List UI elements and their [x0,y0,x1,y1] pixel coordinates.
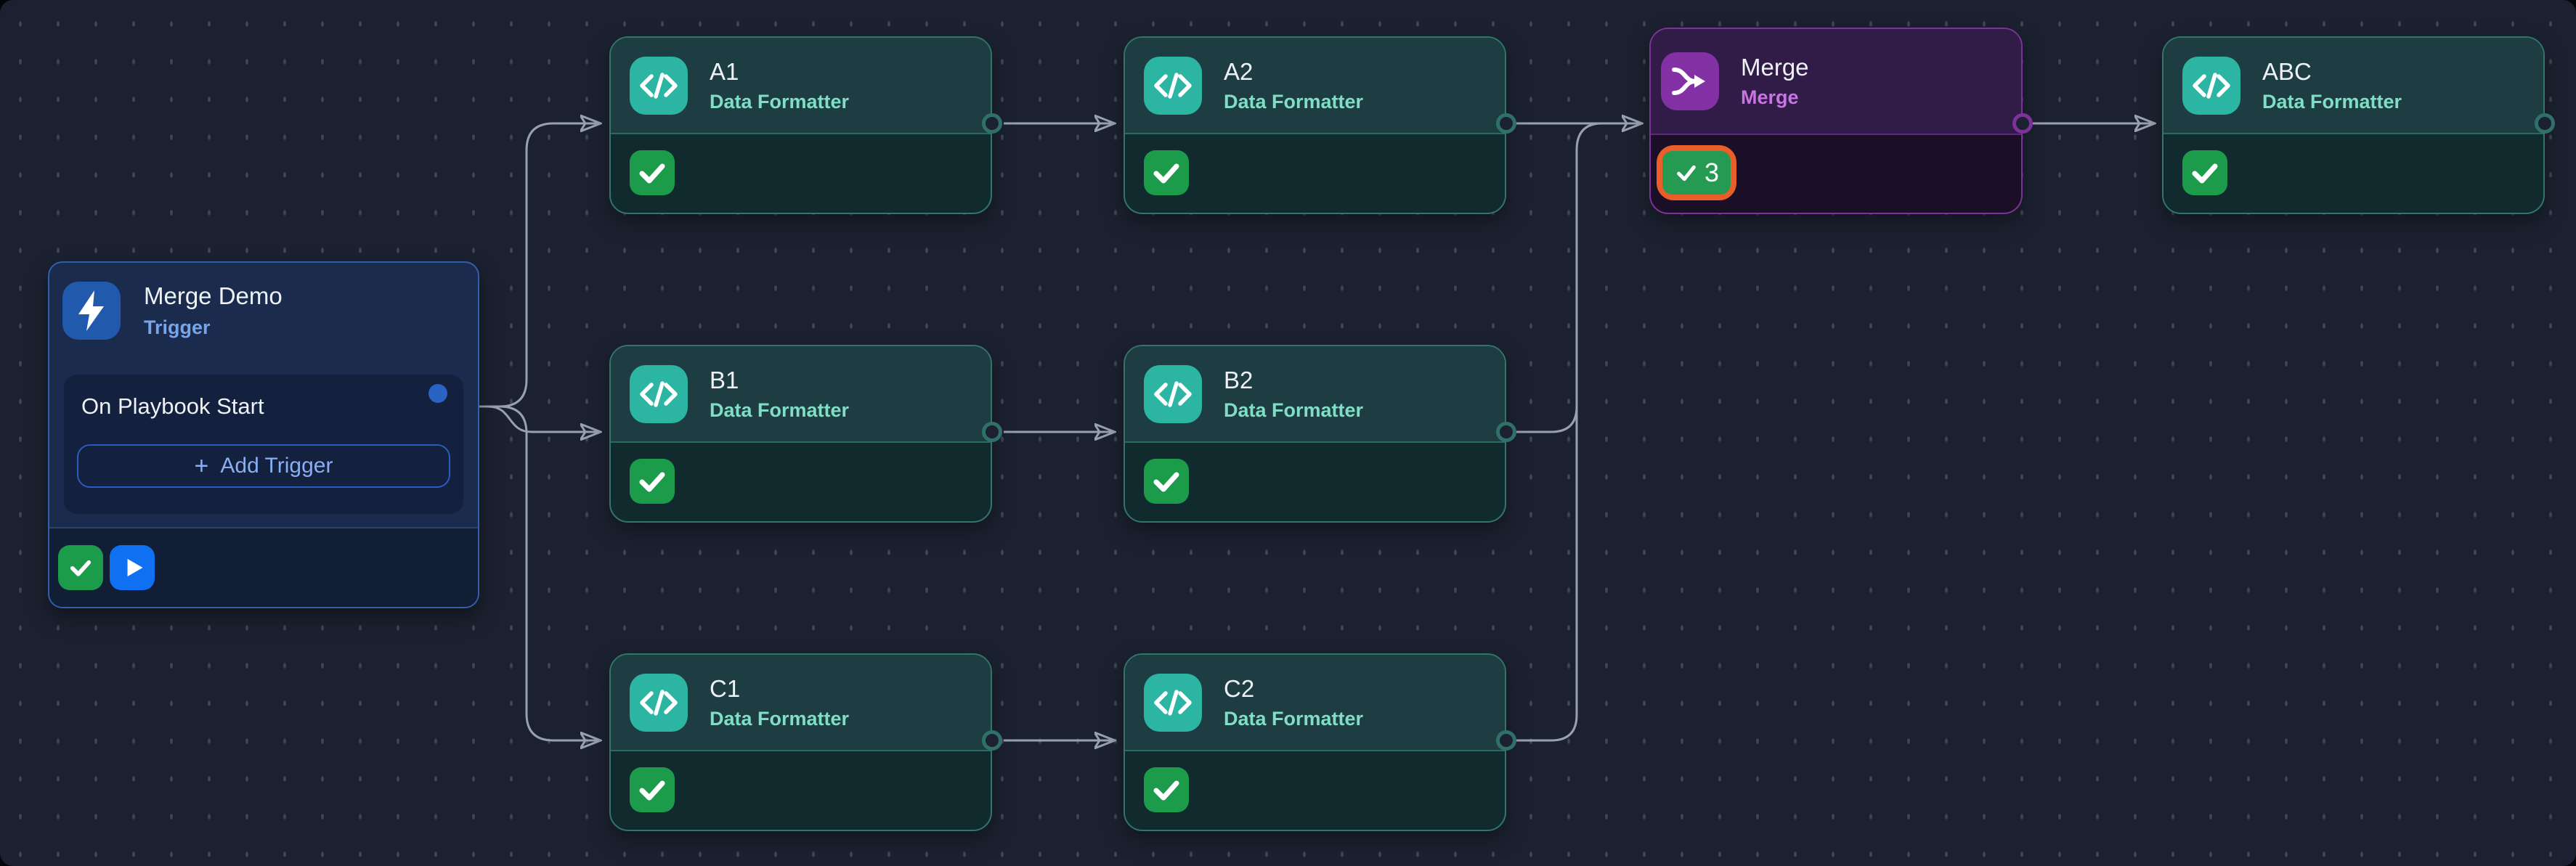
code-icon [1144,673,1202,732]
node-subtitle: Data Formatter [1224,707,1364,730]
node-abc[interactable]: ABC Data Formatter [2162,36,2545,214]
edge-c2-merge [1516,122,1616,742]
output-port-b2[interactable] [1496,422,1516,442]
node-header: C1 Data Formatter [611,655,991,750]
output-port-c1[interactable] [982,730,1002,751]
node-subtitle: Data Formatter [710,90,850,113]
check-icon [1153,163,1179,184]
node-c1[interactable]: C1 Data Formatter [609,653,992,831]
node-status-bar [2163,133,2543,212]
node-header: A1 Data Formatter [611,38,991,133]
code-icon [630,673,688,732]
check-icon [639,163,665,184]
node-header: ABC Data Formatter [2163,38,2543,133]
node-header: A2 Data Formatter [1125,38,1505,133]
node-a1[interactable]: A1 Data Formatter [609,36,992,214]
lightning-icon [62,282,121,340]
node-subtitle: Data Formatter [710,707,850,730]
node-title: C1 [710,674,741,702]
success-badge[interactable] [1144,459,1189,504]
node-title: A2 [1224,57,1254,85]
add-trigger-button[interactable]: + Add Trigger [77,444,450,488]
success-badge[interactable] [630,150,675,195]
node-subtitle: Data Formatter [2262,90,2402,113]
plus-icon: + [194,452,209,480]
node-title: ABC [2262,57,2312,85]
output-port-a1[interactable] [982,113,1002,134]
node-title: Merge [1741,54,1809,81]
trigger-title: Merge Demo [144,282,283,309]
node-title: B2 [1224,366,1254,393]
trigger-status-bar [49,527,478,607]
output-port-b1[interactable] [982,422,1002,442]
node-header: C2 Data Formatter [1125,655,1505,750]
trigger-subtitle: Trigger [144,316,211,338]
check-icon [70,560,92,576]
edge-b2-merge [1516,377,1578,433]
edge-trigger-a1 [436,123,600,408]
trigger-event-label[interactable]: On Playbook Start [81,393,264,419]
success-status-button[interactable] [58,545,103,590]
node-b2[interactable]: B2 Data Formatter [1124,345,1506,523]
code-icon [630,56,688,115]
code-icon [1144,56,1202,115]
node-title: C2 [1224,674,1255,702]
node-b1[interactable]: B1 Data Formatter [609,345,992,523]
trigger-panel: On Playbook Start + Add Trigger [64,375,463,514]
node-status-bar [611,750,991,829]
node-title: B1 [710,366,739,393]
success-badge[interactable] [630,767,675,812]
node-status-bar: 3 [1651,134,2021,211]
check-icon [1677,165,1696,181]
code-icon [2182,56,2240,115]
check-icon [639,780,665,801]
check-icon [1153,472,1179,492]
node-status-bar [611,133,991,212]
merge-icon [1661,52,1719,110]
node-subtitle: Data Formatter [1224,399,1364,421]
success-badge[interactable] [2182,150,2227,195]
check-icon [1153,780,1179,801]
event-count: 3 [1705,158,1720,187]
node-trigger[interactable]: Merge Demo Trigger On Playbook Start + A… [48,261,479,608]
selected-success-badge[interactable]: 3 [1657,145,1737,200]
node-status-bar [1125,133,1505,212]
node-subtitle: Merge [1741,86,1799,109]
code-icon [630,364,688,423]
code-icon [1144,364,1202,423]
trigger-header: Merge Demo Trigger [49,263,478,340]
check-icon [2192,163,2218,184]
play-icon [127,558,143,577]
node-header: Merge Merge [1651,29,2021,134]
output-port-a2[interactable] [1496,113,1516,134]
node-subtitle: Data Formatter [1224,90,1364,113]
node-status-bar [611,441,991,520]
node-c2[interactable]: C2 Data Formatter [1124,653,1506,831]
node-header: B1 Data Formatter [611,346,991,441]
output-port-merge[interactable] [2012,113,2033,134]
output-port-abc[interactable] [2535,113,2555,134]
success-badge[interactable] [1144,150,1189,195]
output-port-c2[interactable] [1496,730,1516,751]
check-icon [639,472,665,492]
node-header: B2 Data Formatter [1125,346,1505,441]
trigger-output-port[interactable] [428,384,447,403]
success-badge[interactable] [1144,767,1189,812]
success-badge[interactable] [630,459,675,504]
node-subtitle: Data Formatter [710,399,850,421]
node-merge[interactable]: Merge Merge 3 [1649,28,2023,214]
node-status-bar [1125,441,1505,520]
run-play-button[interactable] [110,545,155,590]
node-status-bar [1125,750,1505,829]
edge-trigger-c1 [436,405,600,740]
node-title: A1 [710,57,739,85]
add-trigger-label: Add Trigger [220,454,333,478]
node-a2[interactable]: A2 Data Formatter [1124,36,1506,214]
